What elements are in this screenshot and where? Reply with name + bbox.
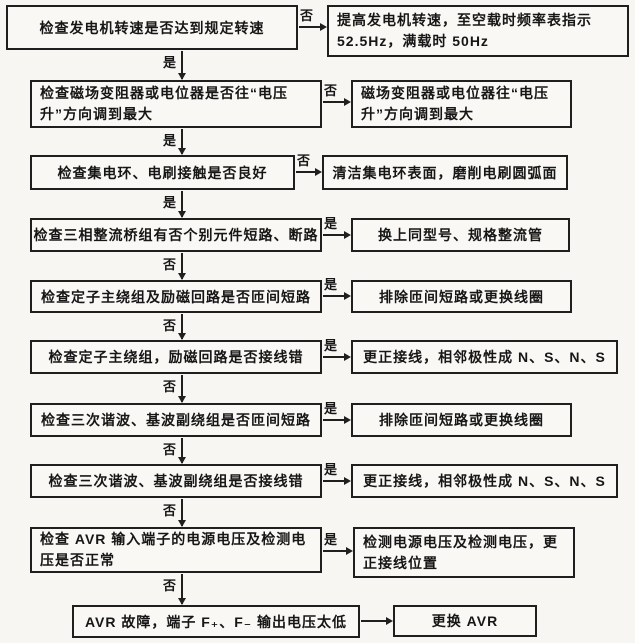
step-label: 否: [162, 442, 176, 457]
arrow-right-icon: 否: [299, 8, 327, 31]
step-label: 否: [162, 318, 176, 333]
branch-label: 否: [300, 8, 314, 23]
action-box-replace-rectifier: 换上同型号、规格整流管: [351, 218, 570, 252]
arrow-right-icon: 否: [323, 83, 351, 106]
arrow-down-icon: 是: [163, 191, 186, 218]
arrow-down-icon: 否: [163, 253, 186, 280]
branch-label: 否: [324, 83, 338, 98]
check-box-rectifier-bridge: 检查三相整流桥组有否个别元件短路、断路: [30, 218, 322, 252]
step-label: 是: [162, 133, 176, 148]
conclusion-box-avr-fault: AVR 故障，端子 F₊、F₋ 输出电压太低: [72, 605, 360, 638]
check-box-harmonic-winding-wiring: 检查三次谐波、基波副绕组是否接线错: [30, 464, 322, 498]
branch-label: 是: [324, 532, 338, 547]
branch-label: 是: [324, 401, 338, 416]
arrow-down-icon: 是: [163, 129, 186, 155]
branch-label: 否: [297, 153, 311, 168]
arrow-right-icon: 是: [323, 338, 351, 361]
step-label: 是: [162, 195, 176, 210]
action-box-test-voltage-correct-wiring: 检测电源电压及检测电压，更正接线位置: [353, 527, 575, 578]
check-box-harmonic-winding-short: 检查三次谐波、基波副绕组是否匝间短路: [30, 403, 322, 437]
arrow-down-icon: 否: [163, 499, 186, 527]
check-box-slip-ring-brush: 检查集电环、电刷接触是否良好: [30, 155, 295, 190]
action-box-clean-slip-ring: 清洁集电环表面，磨削电刷圆弧面: [322, 155, 568, 190]
check-box-field-rheostat: 检查磁场变阻器或电位器是否往“电压升”方向调到最大: [30, 80, 322, 128]
arrow-down-icon: 否: [163, 438, 186, 464]
arrow-right-icon: 是: [323, 401, 351, 424]
step-label: 否: [162, 578, 176, 593]
arrow-right-icon: 是: [323, 532, 353, 555]
check-box-stator-winding-short: 检查定子主绕组及励磁回路是否匝间短路: [30, 280, 322, 313]
step-label: 否: [162, 257, 176, 272]
step-label: 是: [162, 55, 176, 70]
step-label: 否: [162, 379, 176, 394]
branch-label: 是: [324, 338, 338, 353]
arrow-right-icon: 是: [323, 216, 351, 239]
action-box-adjust-rheostat: 磁场变阻器或电位器往“电压升”方向调到最大: [351, 80, 572, 128]
arrow-right-icon: [361, 617, 393, 625]
action-box-fix-short-or-replace-coil: 排除匝间短路或更换线圈: [351, 280, 572, 313]
action-box-correct-wiring-polarity: 更正接线，相邻极性成 N、S、N、S: [351, 464, 618, 498]
action-box-raise-speed: 提高发电机转速，至空载时频率表指示 52.5Hz，满载时 50Hz: [327, 5, 629, 57]
arrow-down-icon: 否: [163, 314, 186, 340]
action-box-correct-wiring-polarity: 更正接线，相邻极性成 N、S、N、S: [351, 340, 618, 374]
check-box-generator-speed: 检查发电机转速是否达到规定转速: [6, 5, 298, 50]
check-box-avr-input-voltage: 检查 AVR 输入端子的电源电压及检测电压是否正常: [30, 527, 322, 573]
arrow-down-icon: 否: [163, 375, 186, 403]
arrow-down-icon: 是: [163, 51, 186, 80]
branch-label: 是: [324, 462, 338, 477]
check-box-stator-winding-wiring: 检查定子主绕组，励磁回路是否接线错: [30, 340, 322, 374]
step-label: 否: [162, 503, 176, 518]
branch-label: 是: [324, 216, 338, 231]
branch-label: 是: [324, 277, 338, 292]
action-box-replace-avr: 更换 AVR: [393, 605, 537, 637]
arrow-right-icon: 是: [323, 462, 351, 485]
arrow-right-icon: 是: [323, 277, 351, 300]
action-box-fix-short-or-replace-coil: 排除匝间短路或更换线圈: [351, 403, 572, 437]
arrow-down-icon: 否: [163, 574, 186, 605]
arrow-right-icon: 否: [296, 153, 322, 176]
